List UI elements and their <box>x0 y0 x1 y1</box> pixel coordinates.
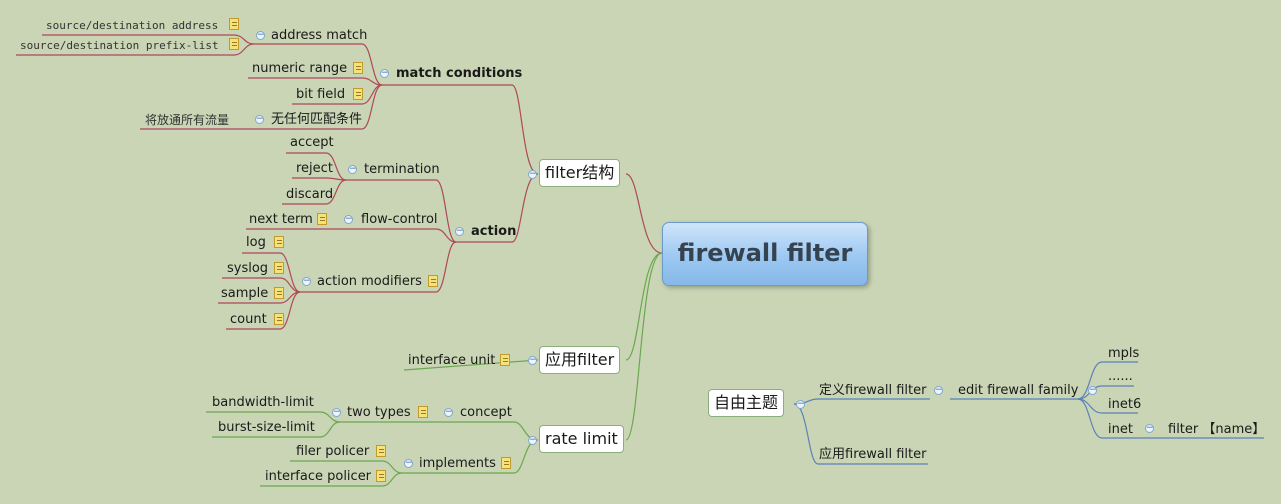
node-bandwidth-limit[interactable]: bandwidth-limit <box>212 395 314 410</box>
node-reject[interactable]: reject <box>296 161 333 176</box>
node-two-types[interactable]: two types <box>347 405 411 420</box>
node-edit-firewall-family[interactable]: edit firewall family <box>958 383 1079 398</box>
central-topic[interactable]: firewall filter <box>662 222 868 286</box>
note-icon[interactable] <box>274 313 284 325</box>
node-src-dst-address[interactable]: source/destination address <box>46 19 219 32</box>
note-icon[interactable] <box>274 287 284 299</box>
node-mpls[interactable]: mpls <box>1108 346 1140 361</box>
collapse-toggle-icon[interactable]: − <box>796 399 805 409</box>
node-sample[interactable]: sample <box>221 286 269 301</box>
topic-filter-structure[interactable]: filter结构 <box>539 159 621 187</box>
node-match-conditions[interactable]: match conditions <box>396 66 523 81</box>
node-termination[interactable]: termination <box>364 162 440 177</box>
node-syslog[interactable]: syslog <box>227 261 269 276</box>
note-icon[interactable] <box>353 62 363 74</box>
node-next-term[interactable]: next term <box>249 212 313 227</box>
note-icon[interactable] <box>418 406 428 418</box>
collapse-toggle-icon[interactable]: − <box>255 114 264 124</box>
node-action-modifiers[interactable]: action modifiers <box>317 274 422 289</box>
collapse-toggle-icon[interactable]: − <box>256 30 265 40</box>
note-icon[interactable] <box>274 236 284 248</box>
node-define-firewall-filter[interactable]: 定义firewall filter <box>819 383 927 398</box>
topic-free-topic[interactable]: 自由主题 <box>708 389 785 417</box>
collapse-toggle-icon[interactable]: − <box>404 458 413 468</box>
node-inet6[interactable]: inet6 <box>1108 397 1142 412</box>
node-filter-name[interactable]: filter 【name】 <box>1168 422 1266 437</box>
note-icon[interactable] <box>274 262 284 274</box>
collapse-toggle-icon[interactable]: − <box>528 435 537 445</box>
collapse-toggle-icon[interactable]: − <box>302 276 311 286</box>
note-icon[interactable] <box>229 18 239 30</box>
collapse-toggle-icon[interactable]: − <box>444 407 453 417</box>
node-accept[interactable]: accept <box>290 135 334 150</box>
topic-apply-filter[interactable]: 应用filter <box>539 346 621 374</box>
node-interface-policer[interactable]: interface policer <box>265 469 372 484</box>
node-burst-size-limit[interactable]: burst-size-limit <box>218 420 315 435</box>
node-bit-field[interactable]: bit field <box>296 87 346 102</box>
collapse-toggle-icon[interactable]: − <box>934 385 943 395</box>
note-icon[interactable] <box>376 470 386 482</box>
node-log[interactable]: log <box>246 235 266 250</box>
node-flow-control[interactable]: flow-control <box>361 212 438 227</box>
note-icon[interactable] <box>376 445 386 457</box>
note-icon[interactable] <box>428 275 438 287</box>
node-concept[interactable]: concept <box>460 405 512 420</box>
note-icon[interactable] <box>501 457 511 469</box>
collapse-toggle-icon[interactable]: − <box>344 214 353 224</box>
node-no-match[interactable]: 无任何匹配条件 <box>271 112 363 127</box>
collapse-toggle-icon[interactable]: − <box>455 226 464 236</box>
note-icon[interactable] <box>317 213 327 225</box>
node-address-match[interactable]: address match <box>271 28 368 43</box>
note-icon[interactable] <box>353 88 363 100</box>
node-src-dst-prefix-list[interactable]: source/destination prefix-list <box>20 39 219 52</box>
node-apply-firewall-filter[interactable]: 应用firewall filter <box>819 447 927 462</box>
collapse-toggle-icon[interactable]: − <box>1145 423 1154 433</box>
node-ellipsis[interactable]: ...... <box>1108 369 1133 384</box>
node-numeric-range[interactable]: numeric range <box>252 61 348 76</box>
node-discard[interactable]: discard <box>286 187 334 202</box>
node-implements[interactable]: implements <box>419 456 496 471</box>
topic-rate-limit[interactable]: rate limit <box>539 425 624 453</box>
collapse-toggle-icon[interactable]: − <box>348 164 357 174</box>
collapse-toggle-icon[interactable]: − <box>1088 385 1097 395</box>
node-filer-policer[interactable]: filer policer <box>296 444 370 459</box>
collapse-toggle-icon[interactable]: − <box>528 169 537 179</box>
note-icon[interactable] <box>229 38 239 50</box>
node-interface-unit[interactable]: interface unit <box>408 353 496 368</box>
note-icon[interactable] <box>500 354 510 366</box>
node-no-match-note[interactable]: 将放通所有流量 <box>145 113 230 127</box>
node-inet[interactable]: inet <box>1108 422 1133 437</box>
collapse-toggle-icon[interactable]: − <box>332 407 341 417</box>
collapse-toggle-icon[interactable]: − <box>528 355 537 365</box>
node-count[interactable]: count <box>230 312 267 327</box>
collapse-toggle-icon[interactable]: − <box>380 68 389 78</box>
node-action[interactable]: action <box>471 224 517 239</box>
